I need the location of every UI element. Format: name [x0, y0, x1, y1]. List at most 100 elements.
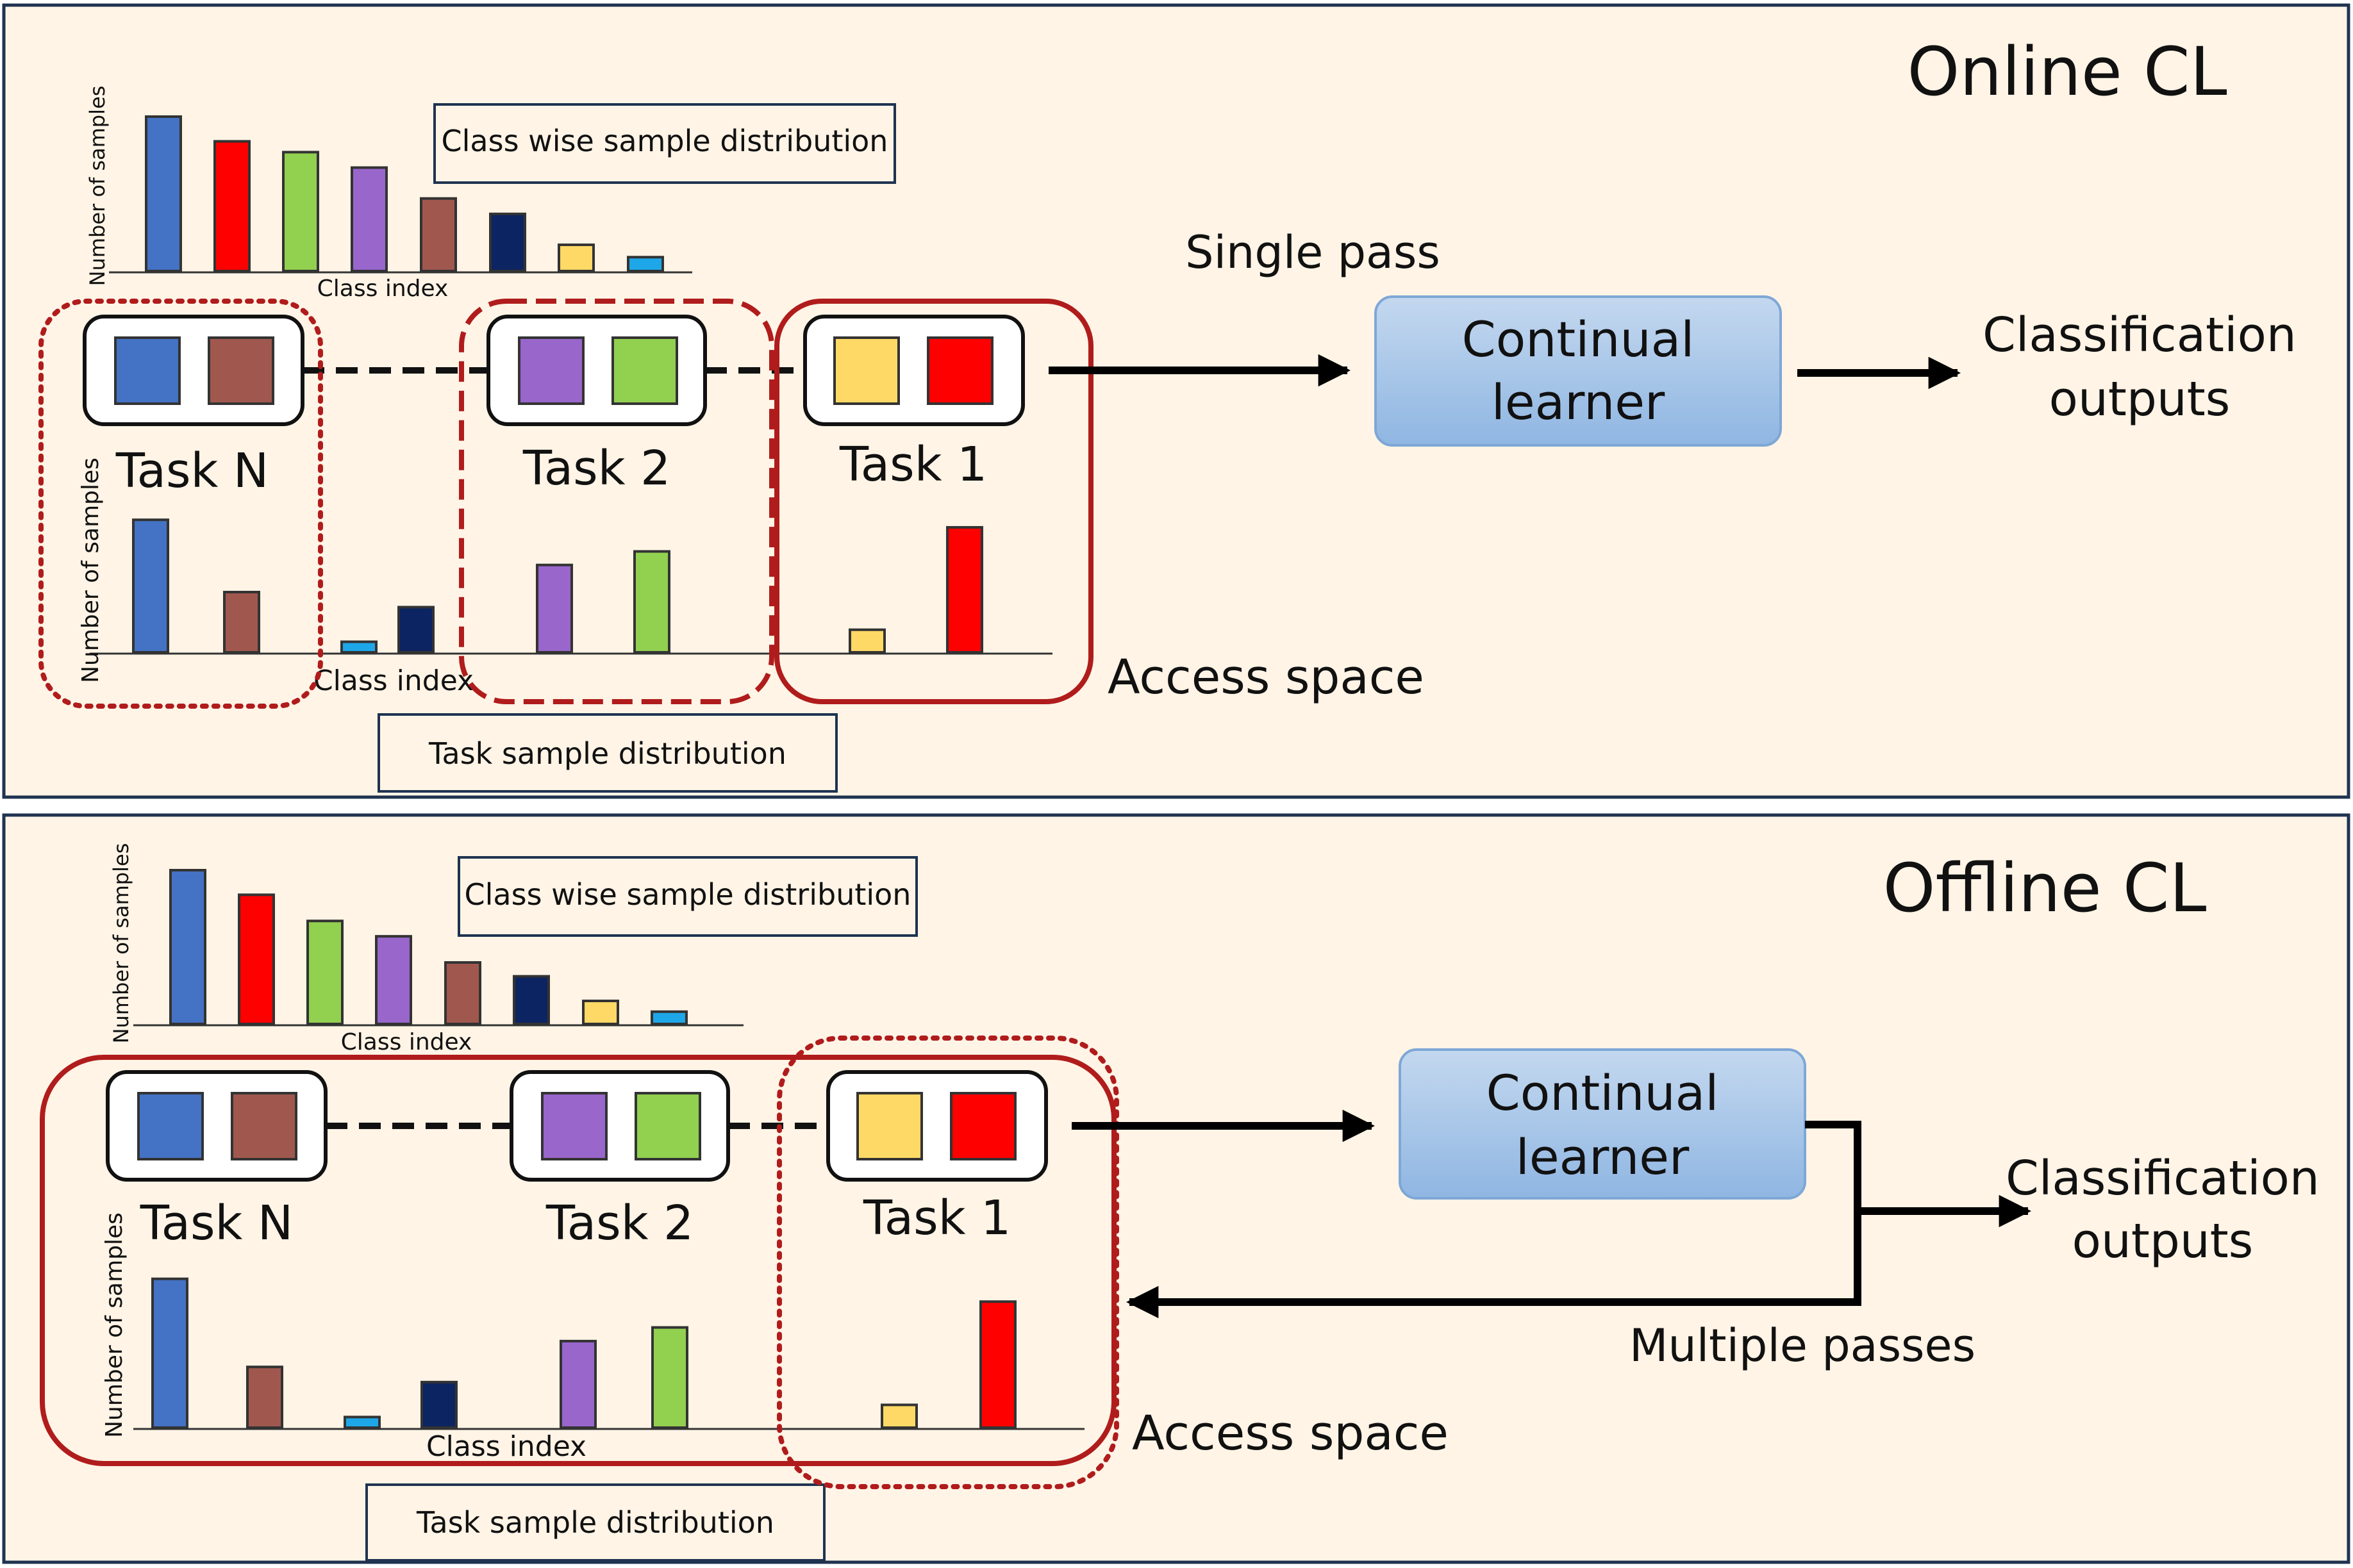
online-task-n-region	[38, 299, 323, 709]
online-task-1-class-square-red	[927, 336, 994, 405]
offline-task-n-class-square-blue	[137, 1092, 204, 1160]
offline-task-1-label: Task 1	[863, 1191, 1011, 1246]
online-task-dist-bar-class-5	[397, 606, 435, 654]
offline-panel: Offline CL Number of samples Class index…	[2, 813, 2350, 1564]
online-class-dist-bar-class-5	[489, 212, 526, 272]
offline-task-1-box	[826, 1070, 1048, 1182]
offline-task-2-class-square-green	[635, 1092, 701, 1160]
online-class-dist-bar-class-1	[213, 140, 251, 272]
online-task-dist-bar-class-6	[849, 628, 886, 654]
offline-class-dist-y-label: Number of samples	[109, 843, 133, 1044]
offline-class-dist-bar-class-6	[582, 1000, 619, 1025]
offline-output-label-line2: outputs	[2072, 1214, 2254, 1269]
offline-output-label-line1: Classification	[2006, 1151, 2320, 1206]
offline-access-space-region	[40, 1055, 1117, 1466]
offline-task-dist-label: Task sample distribution	[416, 1505, 774, 1540]
online-output-label-line1: Classification	[1983, 308, 2297, 363]
offline-class-dist-label: Class wise sample distribution	[465, 877, 911, 912]
offline-task-2-class-square-purple	[541, 1092, 608, 1160]
online-continual-learner-label-line1: Continual	[1462, 311, 1695, 368]
offline-task-2-label: Task 2	[545, 1196, 694, 1251]
offline-task-dist-bar-class-3	[560, 1339, 597, 1429]
online-task-dist-bar-class-0	[132, 518, 169, 654]
offline-task-dist-bar-class-6	[881, 1403, 918, 1429]
offline-task-dist-x-label: Class index	[426, 1430, 586, 1463]
offline-class-dist-bar-class-4	[444, 961, 481, 1025]
offline-task-n-box	[106, 1070, 328, 1182]
online-task-dist-bars	[132, 518, 983, 654]
online-class-dist-bar-class-3	[351, 166, 388, 272]
offline-task-dist-bar-class-0	[151, 1277, 188, 1429]
offline-title: Offline CL	[1883, 849, 2207, 927]
offline-task-dist-y-label: Number of samples	[101, 1212, 128, 1438]
offline-continual-learner-label-line1: Continual	[1486, 1064, 1719, 1121]
online-title: Online CL	[1907, 33, 2227, 111]
online-class-dist-label-box	[433, 103, 896, 184]
online-task-n-class-square-brown	[208, 336, 274, 405]
offline-task-distribution-chart: Number of samples Class index	[101, 1212, 1085, 1463]
online-task-1-box	[803, 315, 1025, 426]
offline-class-dist-bar-class-0	[169, 869, 206, 1025]
online-task-2-label: Task 2	[522, 441, 670, 496]
offline-access-space-label: Access space	[1132, 1406, 1449, 1461]
online-task-dist-bar-class-3	[536, 563, 573, 654]
offline-class-dist-bar-class-5	[513, 975, 550, 1025]
online-task-1-label: Task 1	[839, 437, 987, 492]
online-panel: Online CL Number of samples Class index …	[2, 3, 2350, 799]
online-task-dist-x-label: Class index	[313, 664, 474, 697]
offline-class-dist-label-box	[458, 856, 918, 937]
online-access-space-label: Access space	[1108, 650, 1424, 705]
offline-task-1-class-square-yellow	[856, 1092, 923, 1160]
offline-task-dist-bar-class-1	[979, 1300, 1017, 1430]
offline-learner-output-connector	[1805, 1121, 1861, 1302]
offline-pass-label: Multiple passes	[1629, 1319, 1975, 1372]
offline-class-dist-bar-class-1	[238, 893, 275, 1026]
online-task-2-box	[486, 315, 707, 426]
online-task-2-class-square-purple	[518, 336, 585, 405]
online-class-dist-y-label: Number of samples	[85, 86, 110, 286]
offline-task-dist-bar-class-4	[246, 1366, 283, 1429]
online-panel-background	[2, 3, 2350, 799]
online-task-distribution-chart: Number of samples Class index	[78, 458, 1052, 697]
offline-class-dist-bars	[169, 869, 688, 1026]
online-task-dist-bar-class-4	[223, 591, 260, 654]
online-access-space-region	[774, 299, 1093, 704]
offline-task-n-class-square-brown	[231, 1092, 297, 1160]
offline-task-dist-bars	[151, 1277, 1017, 1430]
online-class-dist-bar-class-2	[282, 151, 319, 272]
online-pass-label: Single pass	[1185, 226, 1440, 279]
online-continual-learner-box[interactable]	[1374, 295, 1782, 447]
offline-task-1-class-square-red	[950, 1092, 1017, 1160]
online-continual-learner-label-line2: learner	[1492, 374, 1665, 431]
online-class-dist-bar-class-0	[145, 115, 182, 272]
online-task-dist-y-label: Number of samples	[78, 458, 104, 683]
online-task-2-class-square-green	[611, 336, 678, 405]
online-task-dist-bar-class-2	[633, 550, 670, 654]
online-task-2-region	[459, 299, 774, 704]
online-output-label-line2: outputs	[2049, 372, 2231, 427]
offline-task-dist-bar-class-7	[344, 1415, 381, 1429]
offline-class-dist-bar-class-2	[306, 920, 344, 1025]
online-class-distribution-chart: Number of samples Class index	[85, 86, 692, 302]
offline-class-dist-bar-class-3	[375, 935, 412, 1025]
online-class-dist-bar-class-6	[558, 243, 595, 272]
online-task-dist-label-box	[378, 713, 838, 793]
offline-task-n-label: Task N	[140, 1196, 294, 1251]
online-class-dist-x-label: Class index	[317, 276, 449, 302]
offline-class-distribution-chart: Number of samples Class index	[109, 843, 744, 1055]
offline-task-1-region	[777, 1036, 1119, 1489]
online-task-n-label: Task N	[115, 443, 269, 499]
online-class-dist-bar-class-4	[420, 197, 457, 273]
online-task-1-class-square-yellow	[833, 336, 900, 405]
offline-task-dist-label-box	[365, 1483, 826, 1562]
online-task-dist-bar-class-7	[340, 640, 378, 654]
online-task-n-class-square-blue	[114, 336, 181, 405]
offline-task-dist-bar-class-2	[651, 1326, 688, 1430]
online-class-dist-bars	[145, 115, 664, 273]
offline-class-dist-x-label: Class index	[341, 1029, 472, 1055]
online-task-dist-bar-class-1	[946, 525, 983, 654]
offline-task-2-box	[510, 1070, 730, 1182]
online-class-dist-label: Class wise sample distribution	[442, 124, 888, 158]
offline-continual-learner-label-line2: learner	[1516, 1128, 1690, 1185]
